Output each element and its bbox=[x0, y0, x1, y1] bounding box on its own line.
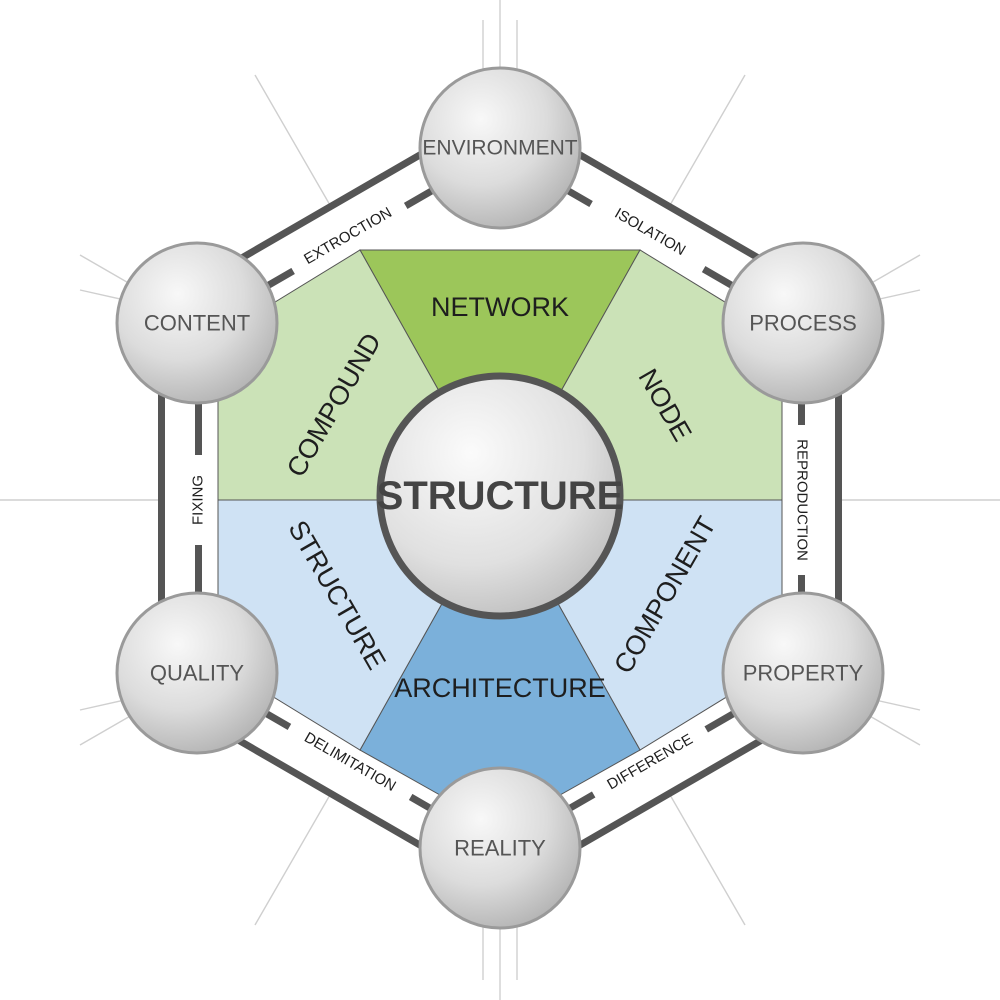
node-label-environment: ENVIRONMENT bbox=[422, 137, 577, 160]
node-environment: ENVIRONMENT bbox=[418, 66, 582, 230]
center-node: STRUCTURE bbox=[376, 372, 624, 620]
node-label-quality: QUALITY bbox=[150, 661, 244, 686]
node-label-content: CONTENT bbox=[144, 311, 250, 336]
node-label-property: PROPERTY bbox=[743, 661, 864, 686]
node-process: PROCESS bbox=[721, 241, 885, 405]
node-reality: REALITY bbox=[418, 766, 582, 930]
node-property: PROPERTY bbox=[721, 591, 885, 755]
node-label-reality: REALITY bbox=[454, 836, 546, 861]
sector-label-architecture: ARCHITECTURE bbox=[394, 673, 606, 703]
sector-label-network: NETWORK bbox=[431, 292, 569, 322]
node-content: CONTENT bbox=[115, 241, 279, 405]
edge-label-reproduction: REPRODUCTION bbox=[794, 439, 811, 561]
center-label: STRUCTURE bbox=[377, 474, 624, 518]
node-label-process: PROCESS bbox=[749, 311, 857, 336]
node-quality: QUALITY bbox=[115, 591, 279, 755]
edge-label-fixing: FIXING bbox=[190, 475, 207, 525]
